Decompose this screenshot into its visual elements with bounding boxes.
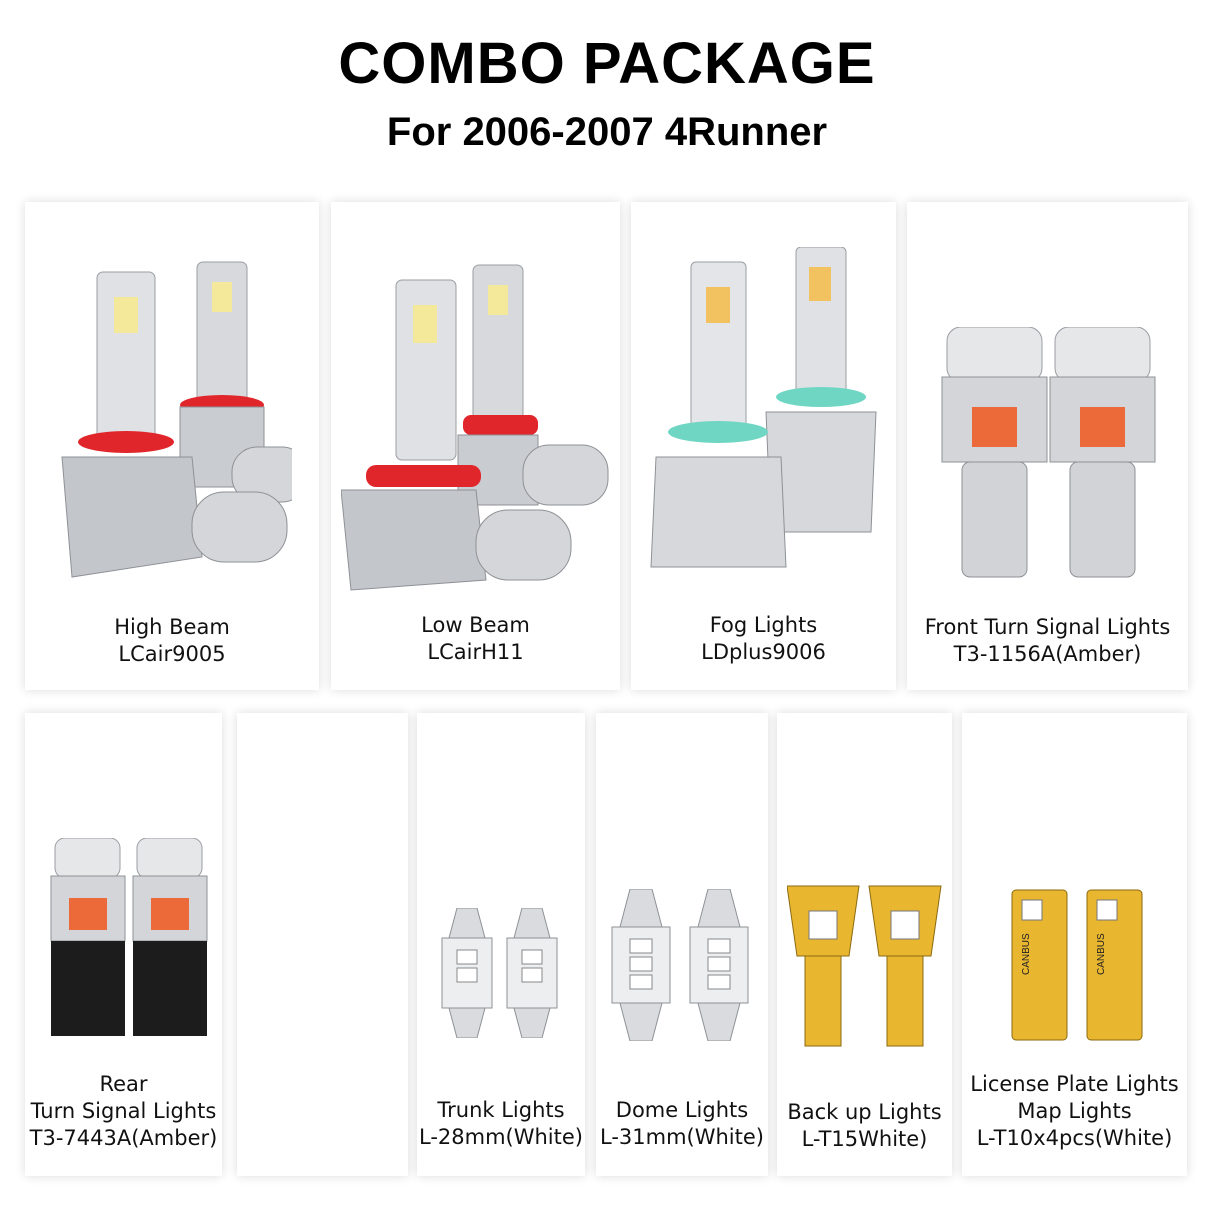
product-card-front-turn-signal[interactable]: Front Turn Signal Lights T3-1156A(Amber) (907, 202, 1188, 690)
fog-bulb-pair-icon (650, 247, 877, 568)
product-caption: Rear Turn Signal Lights T3-7443A(Amber) (25, 1071, 222, 1152)
caption-position: Rear (99, 1072, 148, 1096)
canbus-label: CANBUS (1096, 933, 1107, 975)
product-caption: License Plate Lights Map Lights L-T10x4p… (962, 1071, 1187, 1152)
canbus-bulb-pair-icon: CANBUS CANBUS (1011, 889, 1143, 1041)
festoon-bulb-pair-icon (611, 889, 749, 1041)
product-caption: Dome Lights L-31mm(White) (596, 1097, 768, 1151)
caption-model: L-T10x4pcs(White) (976, 1126, 1173, 1150)
turn-signal-bulb-pair-icon (50, 838, 208, 1036)
caption-name: License Plate Lights (970, 1072, 1179, 1096)
product-card-backup-lights[interactable]: Back up Lights L-T15White) (777, 713, 952, 1176)
caption-model: T3-1156A(Amber) (953, 642, 1142, 666)
caption-model: L-31mm(White) (600, 1125, 764, 1149)
product-card-rear-turn-signal[interactable]: Rear Turn Signal Lights T3-7443A(Amber) (25, 713, 222, 1176)
caption-name: Turn Signal Lights (30, 1099, 217, 1123)
blank-card (237, 713, 408, 1176)
product-card-low-beam[interactable]: Low Beam LCairH11 (331, 202, 620, 690)
headlight-bulb-pair-icon (341, 264, 609, 591)
product-caption: Back up Lights L-T15White) (777, 1099, 952, 1153)
caption-model: LCairH11 (427, 640, 524, 664)
caption-model: L-T15White) (801, 1127, 928, 1151)
product-caption: Front Turn Signal Lights T3-1156A(Amber) (907, 614, 1188, 668)
page-title: COMBO PACKAGE (338, 31, 876, 96)
caption-name: Back up Lights (787, 1100, 942, 1124)
product-card-high-beam[interactable]: High Beam LCair9005 (25, 202, 319, 690)
product-card-dome-lights[interactable]: Dome Lights L-31mm(White) (596, 713, 768, 1176)
wedge-bulb-pair-icon (787, 885, 942, 1047)
product-caption: Low Beam LCairH11 (331, 612, 620, 666)
caption-model: LCair9005 (118, 642, 226, 666)
caption-model: L-28mm(White) (419, 1125, 583, 1149)
festoon-bulb-pair-icon (441, 908, 558, 1038)
caption-name: Trunk Lights (437, 1098, 565, 1122)
caption-name: High Beam (114, 615, 230, 639)
headlight-bulb-pair-icon (61, 261, 292, 578)
turn-signal-bulb-pair-icon (941, 327, 1156, 578)
caption-model: LDplus9006 (701, 640, 826, 664)
product-caption: High Beam LCair9005 (25, 614, 319, 668)
caption-name: Dome Lights (615, 1098, 749, 1122)
product-card-fog-lights[interactable]: Fog Lights LDplus9006 (631, 202, 896, 690)
product-card-license-plate-lights[interactable]: CANBUS CANBUS License Plate Lights Map L… (962, 713, 1187, 1176)
product-card-trunk-lights[interactable]: Trunk Lights L-28mm(White) (417, 713, 585, 1176)
caption-model: T3-7443A(Amber) (29, 1126, 218, 1150)
caption-name: Low Beam (421, 613, 530, 637)
caption-name: Fog Lights (709, 613, 818, 637)
product-caption: Trunk Lights L-28mm(White) (417, 1097, 585, 1151)
page-subtitle: For 2006-2007 4Runner (386, 110, 828, 154)
canbus-label: CANBUS (1021, 933, 1032, 975)
product-caption: Fog Lights LDplus9006 (631, 612, 896, 666)
caption-secondary: Map Lights (1017, 1099, 1132, 1123)
caption-name: Front Turn Signal Lights (924, 615, 1171, 639)
